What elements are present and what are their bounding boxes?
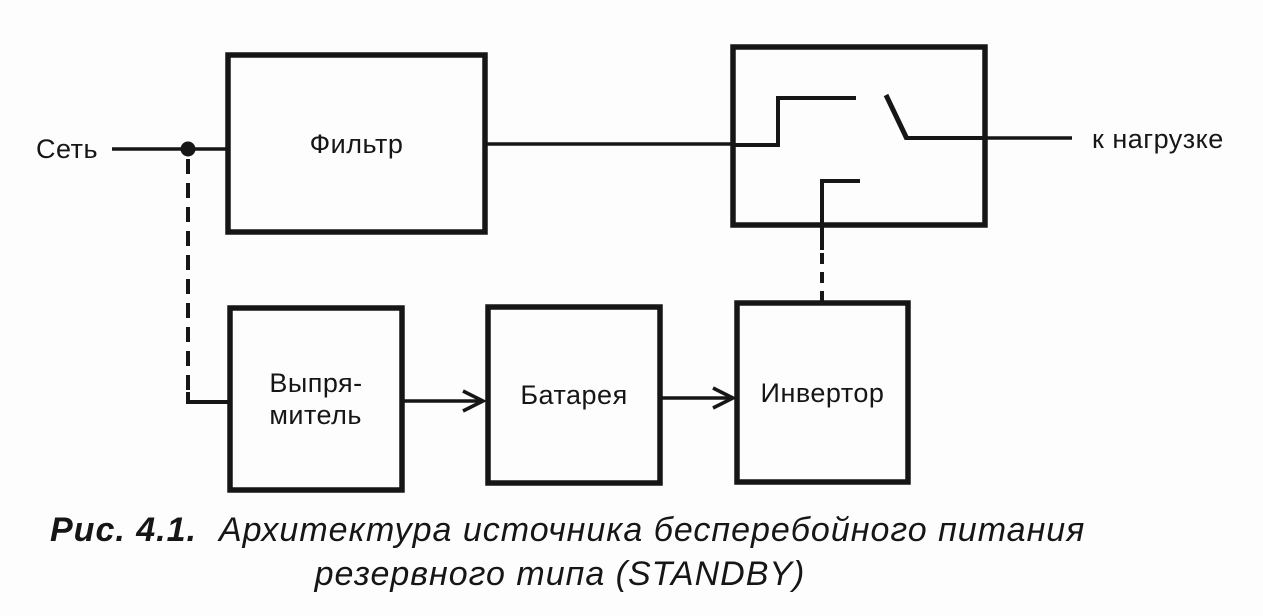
caption-text-line1: Архитектура источника бесперебойного пит… [218,511,1086,549]
rectifier-label-text: Выпря- митель [269,367,362,431]
caption-number: Рис. 4.1. [50,511,197,549]
rectifier-feed-line [186,392,230,404]
battery-box [485,304,663,486]
caption-line2: резервного типа (STANDBY) [314,555,806,593]
inverter-box [734,300,911,485]
rectifier-label-line1: Выпря- [269,368,363,398]
rectifier-label-line2: митель [269,400,362,430]
switch-arm [883,93,910,141]
battery-to-inverter-arrow [660,386,737,410]
filter-box [225,52,488,235]
figure-caption: Рис. 4.1. Архитектура источника бесперебо… [50,508,1084,596]
inverter-label: Инвертор [737,303,908,482]
filter-label: Фильтр [228,55,485,232]
caption-line1: Рис. 4.1. Архитектура источника бесперебо… [50,508,1084,552]
junction-dot [180,141,196,157]
load-label: к нагрузке [1092,124,1224,154]
rectifier-label: Выпря- митель [230,308,402,490]
battery-label: Батарея [488,307,660,483]
inverter-label-text: Инвертор [760,377,885,408]
switch-input-contact [733,96,856,147]
arrow-head [462,389,487,413]
battery-label-text: Батарея [520,380,628,410]
rectifier-to-battery-arrow [402,389,487,413]
switch-lower-contact [820,179,860,250]
mains-label: Сеть [36,134,99,164]
filter-label-text: Фильтр [309,128,404,159]
arrow-head [712,386,737,410]
rectifier-box [227,305,405,493]
